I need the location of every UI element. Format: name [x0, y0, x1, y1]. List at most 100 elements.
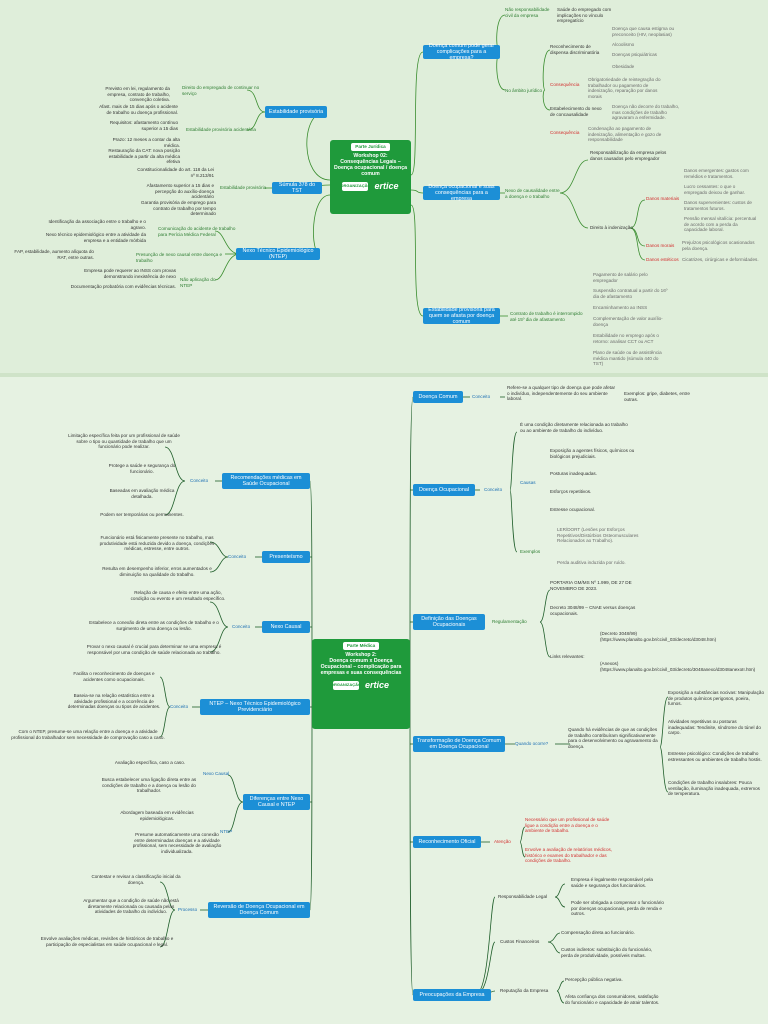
root-title: Workshop 02: Consequências Legais – Doen…: [334, 152, 407, 178]
text-restauracao: Restauração da CAT: nova posição estabil…: [108, 148, 180, 164]
label-estab-prov: Estabilidade provisória: [220, 185, 267, 190]
label-contrato-suspenso: Contrato de trabalho é interrompido até …: [510, 311, 583, 322]
text-empresa-prova: Empresa pode requerer ao INSS com provas…: [84, 268, 176, 279]
logo-organizacao: ORGANIZAÇÃO: [340, 182, 371, 192]
text-afast-sup: Afastamento superior a 15 dias e percepç…: [146, 183, 214, 199]
text-doencas-estigma: Doença que causa estigma ou preconceito …: [612, 26, 675, 37]
logos: ORGANIZAÇÃO ertice: [333, 181, 408, 192]
label-consequencia-2: Consequência: [550, 130, 580, 135]
text-ler-dort: LER/DORT (Lesões por Esforços Repetitivo…: [557, 527, 639, 543]
branch-doenca-ocupacional[interactable]: Doença Ocupacional: [413, 484, 475, 496]
text-atividades-rep: Atividades repetitivas ou posturas inade…: [668, 719, 761, 735]
label-estab-acidentaria: Estabilidade provisória acidentária: [186, 127, 256, 132]
text-condenacao: Condenação ao pagamento de indenização, …: [588, 126, 662, 142]
label-nexo-causal: Nexo de causalidade entre a doença e o t…: [505, 188, 560, 199]
text-baseadas: Baseadas em avaliação médica detalhada.: [109, 488, 175, 499]
text-afeta: Afeta confiança dos consumidores, satisf…: [565, 994, 660, 1005]
text-estabilidade-retorno: Estabilidade no emprego após o retorno: …: [593, 333, 659, 344]
label-danos-materiais: Danos materiais: [646, 196, 680, 201]
branch-ntep[interactable]: NTEP – Nexo Técnico Epidemiológico Previ…: [200, 699, 310, 715]
logo-organizacao: ORGANIZAÇÃO: [331, 681, 361, 691]
text-nexo-tecnico: Nexo técnico epidemiológico entre a ativ…: [45, 232, 146, 243]
text-cicatrizes: Cicatrizes, cirúrgicas e deformidades.: [682, 257, 759, 262]
text-decreto: Decreto 3048/99 – CNAE versus doenças oc…: [550, 605, 636, 616]
text-identificacao: Identificação da associação entre o trab…: [48, 219, 146, 230]
label-danos-morais: Danos morais: [646, 243, 675, 248]
label-danos-esteticos: Danos estéticos: [646, 257, 679, 262]
branch-doenca-comum[interactable]: Doença Comum: [413, 391, 463, 403]
branch-definicao[interactable]: Definição das Doenças Ocupacionais: [413, 614, 485, 630]
mind-map-medico: Parte Médica Workshop 2: Doença comum x …: [0, 377, 768, 1024]
text-despesas-medicas: Danos emergentes: gastos com remédios e …: [684, 168, 749, 179]
branch-presenteismo[interactable]: Presenteísmo: [262, 551, 310, 563]
connector-conceito-3: Conceito: [232, 624, 251, 629]
text-previsto: Previsto em lei, regulamento da empresa,…: [105, 86, 170, 102]
brand-ertice: ertice: [374, 181, 399, 192]
text-relacao: Relação de causa e efeito entre uma ação…: [130, 590, 226, 601]
text-prejuizos: Prejuízos psicológicos ocasionados pela …: [682, 240, 755, 251]
text-avaliacao: Avaliação específica, caso a caso.: [114, 760, 186, 765]
text-quando-ha: Quando há evidências de que as condições…: [568, 727, 658, 749]
text-estabelecimento: Estabelecimento do nexo de concausalidad…: [550, 106, 602, 117]
logos: ORGANIZAÇÃO ertice: [315, 680, 407, 691]
text-responsabilizacao: Responsabilização da empresa pelos danos…: [590, 150, 667, 161]
text-complementacao: Complementação de valor auxílio-doença: [593, 316, 663, 327]
text-busca: Busca estabelecer uma ligação direta ent…: [101, 777, 197, 793]
text-pode-ser: Pode ser obrigada a compensar o funcioná…: [571, 900, 664, 916]
text-link2: (Anexos) (https://www.planalto.gov.br/cc…: [600, 661, 756, 672]
text-percepcao: Percepção pública negativa.: [565, 977, 623, 982]
text-empresa-legal: Empresa é legalmente responsável pela sa…: [571, 877, 653, 888]
text-estabelece: Estabelece a conexão direta entre as con…: [89, 620, 219, 631]
connector-reputacao: Reputação da Empresa: [500, 988, 549, 993]
text-presume: Presume automaticamente uma conexão entr…: [132, 832, 222, 854]
text-afast: Afast. mais de 15 dias após o acidente d…: [99, 104, 178, 115]
branch-nexo-causal[interactable]: Nexo Causal: [262, 621, 310, 633]
connector-causas: Causas: [520, 480, 536, 485]
connector-responsabilidade: Responsabilidade Legal: [498, 894, 548, 899]
connector-conceito-do: Conceito: [484, 487, 503, 492]
branch-estabilidade[interactable]: Estabilidade provisória: [265, 106, 327, 118]
branch-transformacao[interactable]: Transformação de Doença Comum em Doença …: [413, 736, 505, 752]
text-suspensao: Suspensão contratual a partir do 16º dia…: [593, 288, 668, 299]
branch-diferencas[interactable]: Diferenças entre Nexo Causal e NTEP: [243, 794, 310, 810]
text-provar: Provar o nexo causal é crucial para dete…: [86, 644, 222, 655]
text-portaria: PORTARIA GM/MS Nº 1.999, DE 27 DE NOVEMB…: [550, 580, 632, 591]
branch-reconhecimento[interactable]: Reconhecimento Oficial: [413, 836, 481, 848]
branch-reversao[interactable]: Reversão de Doença Ocupacional em Doença…: [208, 902, 310, 918]
text-podem-ser: Podem ser temporárias ou permanentes.: [100, 512, 184, 517]
connector-conceito-4: Conceito: [170, 704, 189, 709]
text-pagamento-salario: Pagamento de salário pelo empregador: [593, 272, 648, 283]
branch-ntep[interactable]: Nexo Técnico Epidemiológico (NTEP): [236, 248, 320, 260]
branch-doenca-comum[interactable]: Doença comum pode gerar complicações par…: [423, 43, 500, 61]
root-node-juridico[interactable]: Parte Jurídica Workshop 02: Consequência…: [330, 140, 411, 214]
label-nao-resp: Não responsabilidade civil da empresa: [505, 7, 550, 18]
branch-recomendacoes[interactable]: Recomendações médicas em Saúde Ocupacion…: [222, 473, 310, 489]
text-encaminhamento: Encaminhamento ao INSS: [593, 305, 648, 310]
text-reconhecimento: Reconhecimento de dispensa discriminatór…: [550, 44, 600, 55]
text-facilita: Facilita o reconhecimento de doenças e a…: [73, 671, 155, 682]
text-link1: (Decreto 3048/99) (https://www.planalto.…: [600, 631, 717, 642]
text-pensao: Pensão mensal vitalícia: percentual de a…: [684, 216, 757, 232]
root-tag: Parte Jurídica: [351, 143, 390, 151]
text-obesidade: Obesidade: [612, 64, 635, 69]
root-tag: Parte Médica: [342, 642, 380, 650]
text-condicao: É uma condição diretamente relacionada a…: [520, 422, 628, 433]
connector-conceito-2: Conceito: [228, 554, 247, 559]
connector-processo: Processo: [178, 907, 198, 912]
branch-estab-prov[interactable]: Estabilidade provisória para quem se afa…: [423, 307, 500, 325]
text-limitacao: Limitação específica feita por um profis…: [68, 433, 180, 449]
text-protege: Protege a saúde e segurança do funcionár…: [108, 463, 176, 474]
label-direito-empregado: Direito do empregado de continuar no ser…: [182, 85, 260, 96]
branch-doenca-ocupacional[interactable]: Doença ocupacional e suas consequências …: [423, 184, 500, 202]
connector-quando: Quando ocorre?: [515, 741, 549, 746]
text-com-ntep: Com o NTEP, presume-se uma relação entre…: [11, 729, 165, 740]
text-garantia: Garantia provisória de emprego para cont…: [140, 200, 216, 216]
mind-map-juridico: Parte Jurídica Workshop 02: Consequência…: [0, 0, 768, 373]
text-estresse: Estresse ocupacional.: [550, 507, 595, 512]
panel-separator: [0, 373, 768, 377]
text-exposicao-subst: Exposição a substâncias nocivas: Manipul…: [668, 690, 765, 706]
branch-preocupacoes[interactable]: Preocupações da Empresa: [413, 989, 491, 1001]
root-node-medico[interactable]: Parte Médica Workshop 2: Doença comum x …: [312, 639, 410, 729]
branch-sumula[interactable]: Súmula 378 do TST: [272, 182, 322, 194]
text-resulta: Resulta em desempenho inferior, erros au…: [102, 566, 212, 577]
